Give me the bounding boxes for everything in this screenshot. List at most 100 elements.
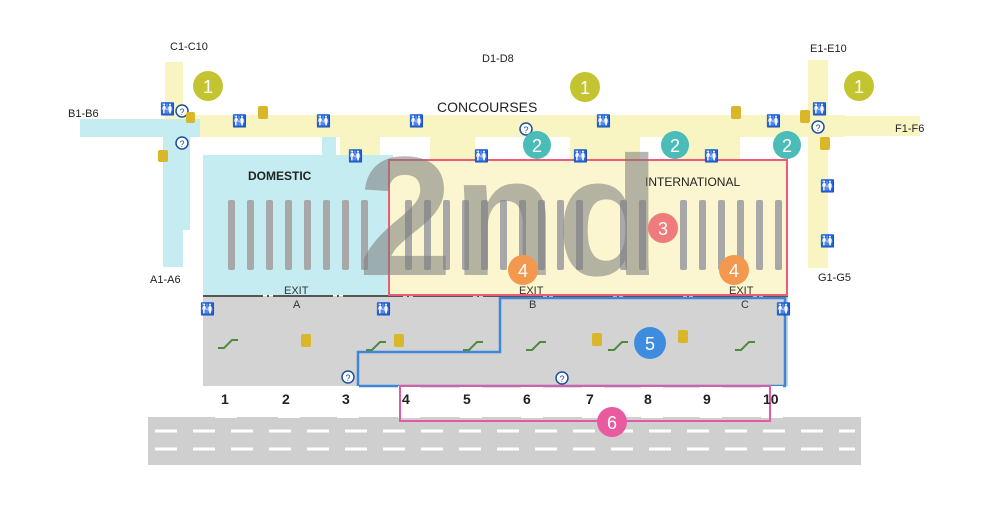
door-2: 2: [282, 391, 290, 407]
gate-stand: [519, 200, 526, 270]
marker-2-east: 2: [773, 131, 801, 159]
svg-text:2: 2: [670, 136, 680, 156]
restroom-icon: 🚻: [766, 114, 781, 128]
luggage-icon: [394, 334, 404, 347]
restroom-icon: 🚻: [160, 102, 175, 116]
gate-stand: [304, 200, 311, 270]
gate-group-e: E1-E10: [810, 43, 847, 55]
restroom-icon: 🚻: [316, 114, 331, 128]
restroom-icon: 🚻: [704, 149, 719, 163]
gate-stand: [576, 200, 583, 270]
svg-text:1: 1: [203, 77, 213, 97]
corridor-f: [808, 116, 920, 136]
luggage-icons: [158, 106, 830, 347]
restroom-icon: 🚻: [596, 114, 611, 128]
gate-stand: [620, 200, 627, 270]
gate-group-g: G1-G5: [818, 272, 851, 284]
marker-4-west: 4: [508, 255, 538, 285]
marker-2-west: 2: [523, 131, 551, 159]
marker-2-center: 2: [661, 131, 689, 159]
luggage-icon: [158, 150, 168, 162]
gate-group-c: C1-C10: [170, 41, 208, 53]
markers: 1 1 1 2 2 2 3 4: [193, 71, 874, 437]
escalator-icons: [218, 339, 755, 351]
gate-stand: [247, 200, 254, 270]
door-3: 3: [342, 391, 350, 407]
gate-stand: [538, 200, 545, 270]
marker-1-west: 1: [193, 71, 223, 101]
exit-a-title: EXIT: [284, 285, 309, 297]
restroom-icon: 🚻: [573, 149, 588, 163]
info-icon: ?: [175, 136, 189, 150]
escalator-icon: [735, 341, 755, 351]
curb-pillar: [215, 386, 237, 418]
door-4: 4: [402, 391, 410, 407]
road: [148, 417, 861, 465]
info-icon: ?: [175, 104, 189, 118]
concourses-label: CONCOURSES: [437, 99, 537, 115]
door-10: 10: [763, 391, 779, 407]
gate-stand: [557, 200, 564, 270]
luggage-icon: [592, 333, 602, 346]
curb-pillar: [582, 386, 604, 418]
svg-text:6: 6: [607, 413, 617, 433]
restroom-icon: 🚻: [812, 102, 827, 116]
curb-pillar: [521, 386, 543, 418]
marker-5: 5: [634, 327, 666, 359]
marker-1-center: 1: [570, 72, 600, 102]
door-5: 5: [463, 391, 471, 407]
marker-3: 3: [648, 213, 678, 243]
svg-text:2: 2: [782, 136, 792, 156]
svg-text:?: ?: [815, 123, 820, 133]
concourses: [165, 60, 920, 268]
luggage-icon: [678, 330, 688, 343]
exits: EXIT A EXIT B EXIT C: [284, 285, 754, 311]
curb-pillar: [337, 386, 359, 418]
restroom-icon: 🚻: [200, 302, 215, 316]
escalator-icon: [526, 341, 546, 351]
door-6: 6: [523, 391, 531, 407]
exit-c-letter: C: [741, 299, 749, 311]
svg-text:?: ?: [179, 139, 184, 149]
corridor-a-inner: [170, 130, 190, 230]
svg-text:5: 5: [645, 334, 655, 354]
door-9: 9: [703, 391, 711, 407]
ground-level-block: [203, 296, 788, 386]
luggage-icon: [820, 137, 830, 150]
gate-group-f: F1-F6: [895, 123, 924, 135]
door-1: 1: [221, 391, 229, 407]
info-icon: ?: [341, 370, 355, 384]
svg-text:2: 2: [532, 136, 542, 156]
escalator-icon: [463, 341, 483, 351]
gate-stands: [228, 200, 782, 270]
svg-text:3: 3: [658, 219, 668, 239]
curb-pillar: [398, 386, 420, 418]
ground-level-area: [203, 295, 788, 388]
exit-c-title: EXIT: [729, 285, 754, 297]
gate-stand: [500, 200, 507, 270]
svg-text:4: 4: [518, 261, 528, 281]
svg-text:1: 1: [580, 78, 590, 98]
gate-stand: [228, 200, 235, 270]
restroom-icon: 🚻: [376, 302, 391, 316]
gate-stand: [285, 200, 292, 270]
luggage-icon: [301, 334, 311, 347]
gate-stand: [323, 200, 330, 270]
gate-stand: [680, 200, 687, 270]
svg-text:4: 4: [729, 261, 739, 281]
info-icons: ? ? ? ? ? ?: [175, 104, 825, 385]
svg-text:?: ?: [179, 107, 184, 117]
gate-stand: [718, 200, 725, 270]
svg-text:?: ?: [523, 125, 528, 135]
door-8: 8: [644, 391, 652, 407]
marker-1-east: 1: [844, 71, 874, 101]
escalator-icon: [366, 341, 386, 351]
gate-stand: [639, 200, 646, 270]
domestic-label: DOMESTIC: [248, 169, 312, 183]
gate-group-b: B1-B6: [68, 108, 99, 120]
connector-1: [430, 135, 475, 160]
gate-group-d: D1-D8: [482, 53, 514, 65]
marker-4-east: 4: [719, 255, 749, 285]
